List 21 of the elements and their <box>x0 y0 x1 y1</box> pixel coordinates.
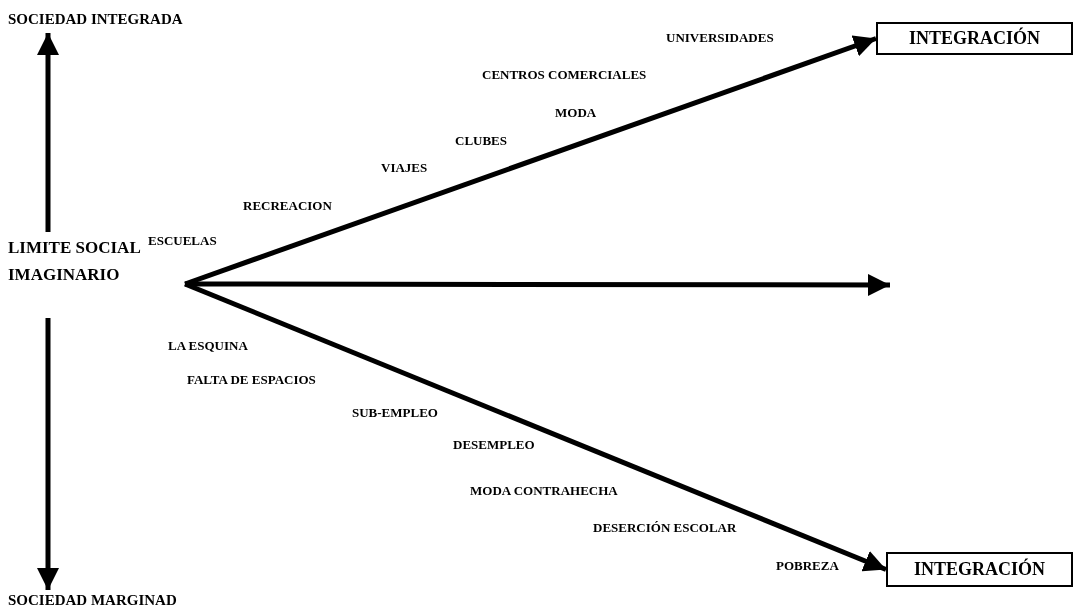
axis-label: SOCIEDAD INTEGRADA <box>8 11 183 27</box>
axis-label: LIMITE SOCIAL IMAGINARIO <box>8 238 140 284</box>
factor-label: MODA <box>555 105 597 120</box>
arrow <box>37 318 59 590</box>
factor-label: SUB-EMPLEO <box>352 405 438 420</box>
factor-label: DESERCIÓN ESCOLAR <box>593 520 737 535</box>
factor-label: LA ESQUINA <box>168 338 248 353</box>
factor-label: FALTA DE ESPACIOS <box>187 372 316 387</box>
factor-label: CENTROS COMERCIALES <box>482 67 647 82</box>
framed-label: INTEGRACIÓN <box>876 22 1073 55</box>
factor-label: UNIVERSIDADES <box>666 30 774 45</box>
factor-label: DESEMPLEO <box>453 437 535 452</box>
factor-label: CLUBES <box>455 133 508 148</box>
factor-label: VIAJES <box>381 160 428 175</box>
factor-label: MODA CONTRAHECHA <box>470 483 618 498</box>
factor-label: POBREZA <box>776 558 839 573</box>
framed-label: INTEGRACIÓN <box>886 552 1073 587</box>
factor-label: RECREACION <box>243 198 332 213</box>
factor-label: ESCUELAS <box>148 233 217 248</box>
axis-label: SOCIEDAD MARGINAD <box>8 592 177 608</box>
arrow <box>37 33 59 232</box>
